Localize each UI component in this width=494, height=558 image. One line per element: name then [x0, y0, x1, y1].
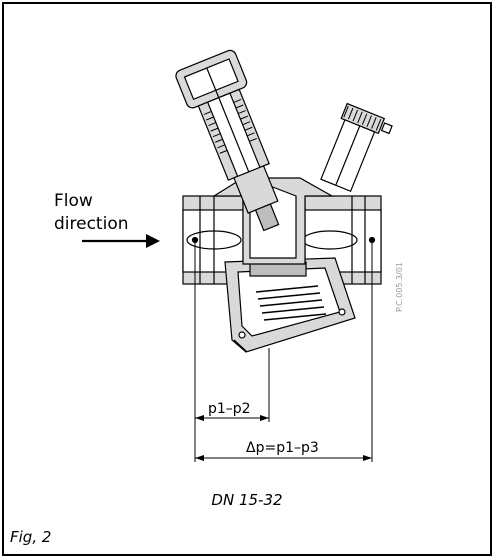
drawing-code: P.C.005.3/01	[395, 261, 404, 312]
dimension-delta-p: Δp=p1–p3	[246, 440, 319, 456]
flow-direction-label: Flow direction	[54, 190, 129, 236]
size-caption: DN 15-32	[211, 491, 283, 509]
flow-label-line1: Flow	[54, 191, 93, 211]
dimension-lines	[194, 242, 373, 462]
bonnet-assembly	[175, 49, 280, 232]
dimension-arrows	[195, 415, 372, 461]
figure-label: Fig, 2	[10, 528, 52, 546]
flow-label-line2: direction	[54, 214, 129, 234]
measuring-nipple	[320, 102, 393, 193]
dimension-p1-p2: p1–p2	[208, 401, 251, 417]
flow-arrow	[82, 234, 160, 248]
valve-body	[224, 257, 356, 353]
